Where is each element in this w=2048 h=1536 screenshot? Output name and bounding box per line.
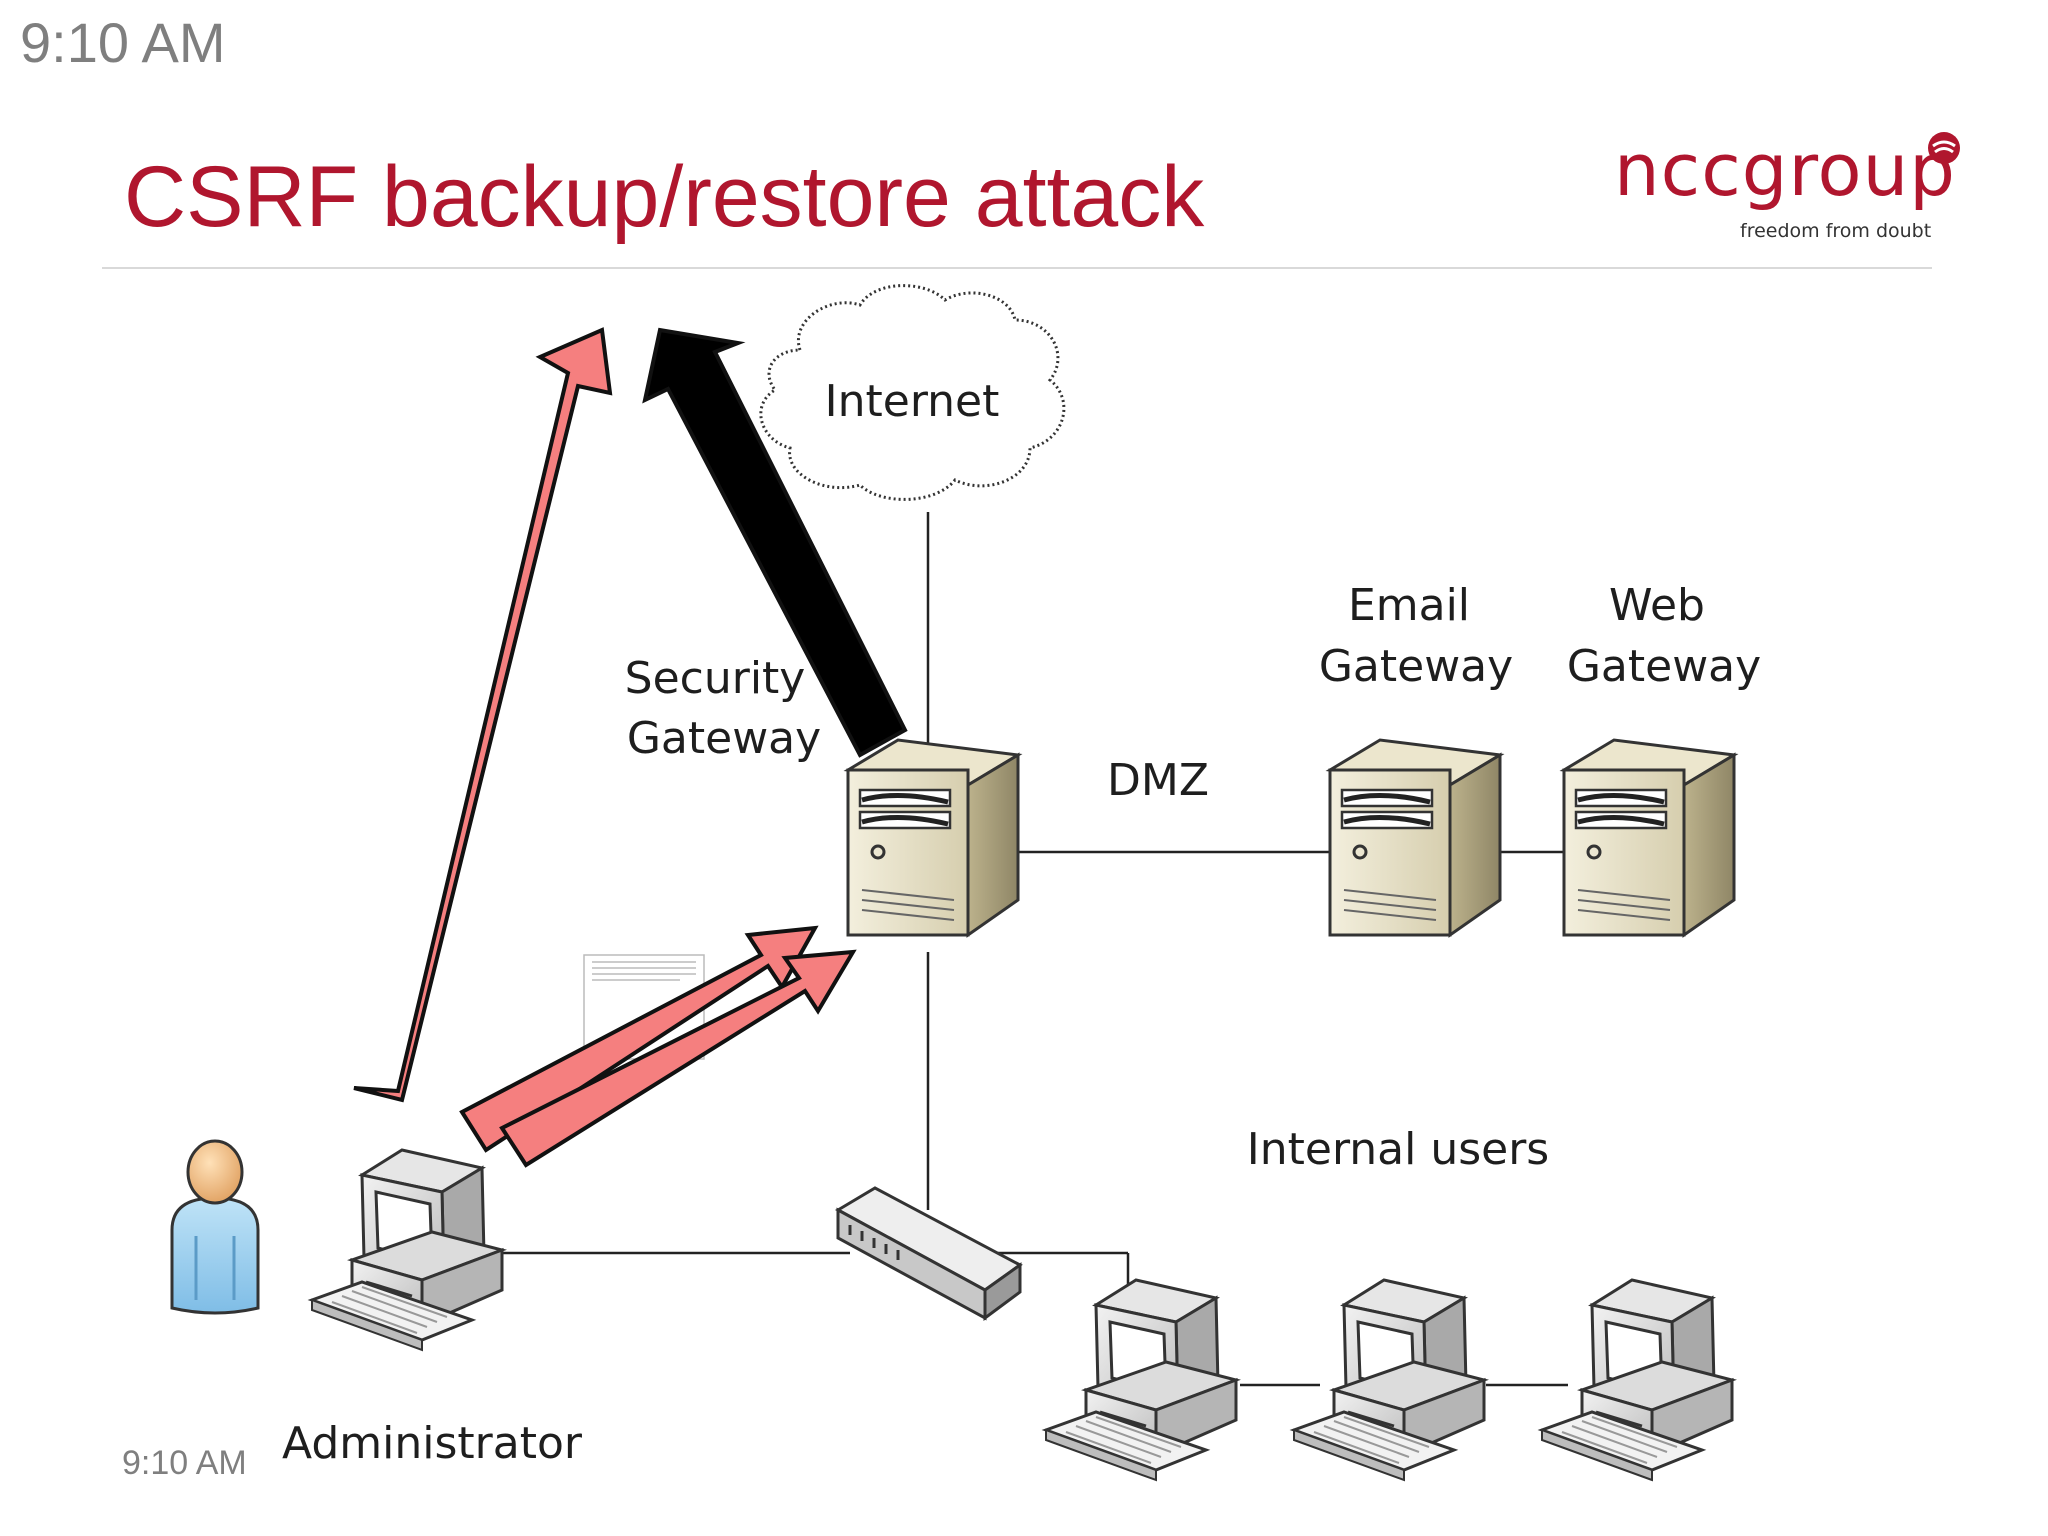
network-switch-icon xyxy=(834,1186,1023,1321)
user-icon xyxy=(170,1139,260,1315)
clock-bottom: 9:10 AM xyxy=(122,1444,247,1482)
logo-tagline: freedom from doubt xyxy=(1740,220,1932,242)
web-gateway-label-line-1: Web xyxy=(1609,580,1705,631)
nccgroup-logo: nccgroup freedom from doubt xyxy=(1600,120,1980,250)
logo-name: nccgroup xyxy=(1614,128,1956,212)
security-gateway-label: Security Gateway xyxy=(625,653,822,764)
security-gateway-server-icon xyxy=(848,740,1018,935)
internal-computer-icon xyxy=(1044,1278,1238,1482)
network-links xyxy=(500,512,1568,1387)
email-gateway-server-icon xyxy=(1330,740,1500,935)
title-divider xyxy=(102,267,1932,269)
internal-computer-icon xyxy=(1540,1278,1734,1482)
security-gateway-label-line-1: Security xyxy=(625,653,806,704)
email-gateway-label: Email Gateway xyxy=(1319,580,1513,692)
web-gateway-label-line-2: Gateway xyxy=(1567,641,1761,692)
web-gateway-label: Web Gateway xyxy=(1567,580,1761,692)
attack-arrows xyxy=(353,327,908,1168)
web-gateway-server-icon xyxy=(1564,740,1734,935)
internal-computer-icon xyxy=(1292,1278,1486,1482)
dmz-label: DMZ xyxy=(1107,755,1209,806)
cloud-icon xyxy=(759,284,1066,501)
security-gateway-label-line-2: Gateway xyxy=(627,713,821,764)
admin-to-gateway-arrow-2 xyxy=(499,949,857,1168)
admin-to-internet-arrow xyxy=(353,327,613,1103)
clock-top: 9:10 AM xyxy=(20,11,226,74)
logo-mark-icon xyxy=(1928,132,1960,164)
administrator-label: Administrator xyxy=(282,1418,583,1469)
internal-users-label: Internal users xyxy=(1247,1124,1549,1175)
email-gateway-label-line-1: Email xyxy=(1348,580,1470,631)
internet-label: Internet xyxy=(825,376,1000,427)
administrator-computer-icon xyxy=(310,1148,504,1352)
slide-title: CSRF backup/restore attack xyxy=(124,149,1205,245)
email-gateway-label-line-2: Gateway xyxy=(1319,641,1513,692)
gateway-to-internet-arrow xyxy=(642,327,908,758)
